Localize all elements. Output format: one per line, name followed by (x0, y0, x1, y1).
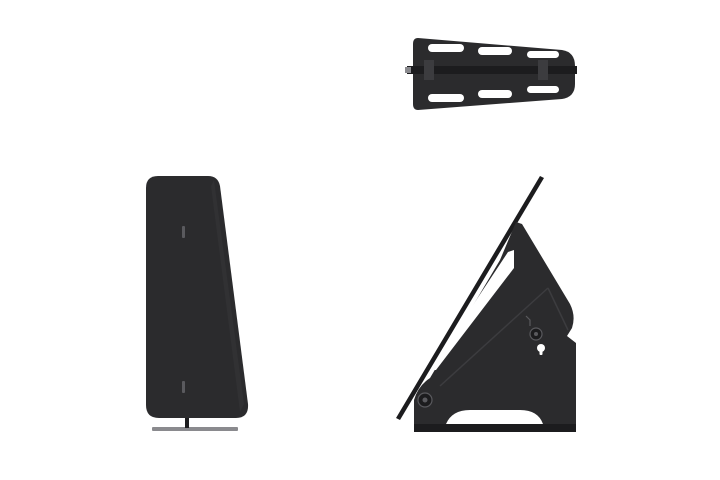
side-view-base-bar (414, 424, 576, 432)
top-view-rail-bracket-right (538, 60, 548, 80)
side-view-body-crease (439, 287, 549, 387)
side-view-stand-body (414, 222, 576, 432)
rear-view-foot-bar (152, 427, 238, 431)
rear-view-body (146, 176, 249, 418)
top-view-slot (478, 90, 512, 98)
rear-view-slot-upper (182, 226, 185, 238)
top-view-rail-bracket (424, 60, 434, 80)
top-view-rail-pin-left (405, 67, 411, 73)
top-view-slot (428, 44, 464, 52)
rear-view-slot-lower (182, 381, 185, 393)
side-view-cable-hook (525, 315, 531, 326)
side-view-hinge-knob-center (422, 397, 428, 403)
side-view-adjust-knob-center (534, 332, 538, 336)
stand-rear-view (146, 176, 249, 431)
side-view-screen-panel (396, 176, 544, 420)
stand-top-view (405, 38, 577, 110)
rear-view-bevel (211, 180, 244, 412)
stand-side-view (396, 176, 576, 432)
side-view-body-window (430, 250, 514, 370)
top-view-slot (527, 51, 559, 58)
top-view-slot (527, 86, 559, 93)
side-view-body-step (547, 287, 569, 331)
top-view-center-rail (407, 66, 577, 74)
top-view-slot (478, 47, 512, 55)
side-view-keyhole-slot (539, 348, 543, 355)
top-view-slot (428, 94, 464, 102)
rear-view-foot-stem (185, 415, 189, 428)
